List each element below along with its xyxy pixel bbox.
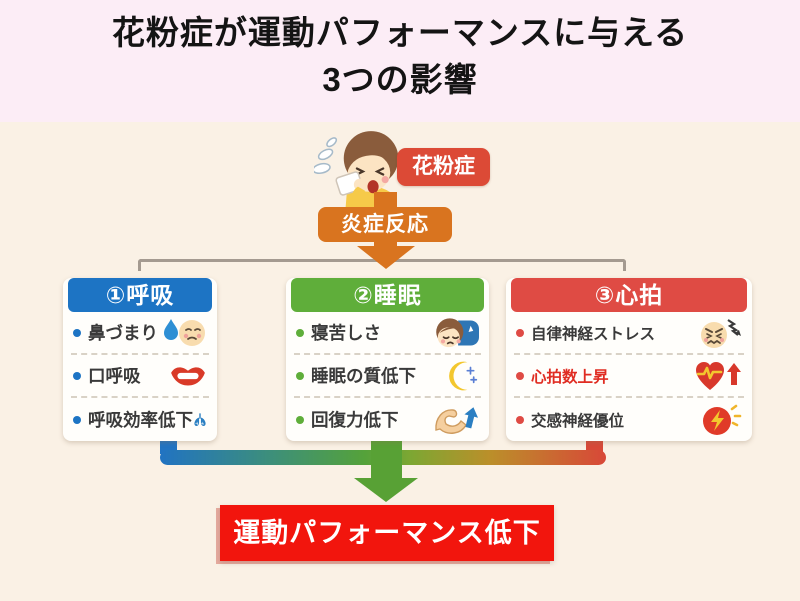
card-breathing-header: ①呼吸 [68, 278, 212, 312]
sneezing-person-illustration [314, 131, 399, 218]
lips-icon [171, 366, 205, 385]
list-item: 鼻づまり [71, 312, 209, 355]
list-item: 口呼吸 [71, 355, 209, 398]
crescent-moon-icon [449, 361, 478, 390]
down-arrow-icon [357, 246, 415, 269]
bullet-dot [73, 415, 81, 424]
list-item: 呼吸効率低下 [71, 398, 209, 441]
list-item: 回復力低下 [294, 398, 481, 441]
page-title-line1: 花粉症が運動パフォーマンスに与える [111, 14, 689, 51]
item-label: 寝苦しさ [311, 323, 381, 343]
item-label: 呼吸効率低下 [88, 410, 193, 430]
sleeping-face-pillow-icon [436, 317, 479, 347]
trigger-badge: 花粉症 [397, 148, 490, 186]
green-down-arrow-icon [354, 478, 418, 502]
item-label: 口呼吸 [88, 366, 141, 386]
item-label: 睡眠の質低下 [311, 366, 416, 386]
bullet-dot [516, 415, 524, 424]
heart-ecg-up-arrow-icon [696, 361, 741, 390]
title-band: 花粉症が運動パフォーマンスに与える 3つの影響 [0, 0, 800, 122]
bullet-dot [296, 371, 304, 380]
page-title-line2: 3つの影響 [322, 60, 478, 98]
bullet-dot [516, 328, 524, 337]
list-item: 寝苦しさ [294, 312, 481, 355]
list-item: 自律神経ストレス [514, 312, 744, 355]
card-breathing: ①呼吸 鼻づまり 口呼吸 [63, 278, 217, 441]
card-heart-rate-header: ③心拍 [511, 278, 747, 312]
item-label: 回復力低下 [311, 410, 399, 430]
list-item: 心拍数上昇 [514, 355, 744, 398]
card-breathing-body: 鼻づまり 口呼吸 呼吸効率低下 [63, 312, 217, 441]
card-sleep-header: ②睡眠 [291, 278, 484, 312]
bullet-dot [516, 371, 524, 380]
list-item: 睡眠の質低下 [294, 355, 481, 398]
bullet-dot [73, 328, 81, 337]
list-item: 交感神経優位 [514, 398, 744, 441]
item-label: 自律神経ストレス [531, 325, 656, 343]
bullet-dot [73, 371, 81, 380]
card-heart-rate: ③心拍 自律神経ストレス 心拍数上昇 [506, 278, 752, 441]
flexed-arm-up-arrow-icon [435, 406, 479, 434]
stressed-face-icon [701, 318, 741, 348]
card-sleep-body: 寝苦しさ 睡眠の質低下 [286, 312, 489, 441]
inflammation-banner: 炎症反応 [318, 207, 452, 242]
card-heart-rate-body: 自律神経ストレス 心拍数上昇 [506, 312, 752, 441]
bullet-dot [296, 328, 304, 337]
green-down-arrow-shaft [371, 436, 402, 479]
lightning-bolt-icon [703, 404, 742, 435]
lungs-icon [194, 412, 206, 426]
item-label: 交感神経優位 [531, 412, 625, 430]
stuffy-nose-face-icon [164, 318, 205, 346]
card-sleep: ②睡眠 寝苦しさ 睡眠の質低下 [286, 278, 489, 441]
item-label: 心拍数上昇 [531, 368, 609, 386]
bullet-dot [296, 415, 304, 424]
item-label: 鼻づまり [88, 323, 158, 343]
outcome-banner: 運動パフォーマンス低下 [220, 505, 554, 561]
sneeze-droplets-icon [314, 137, 338, 175]
